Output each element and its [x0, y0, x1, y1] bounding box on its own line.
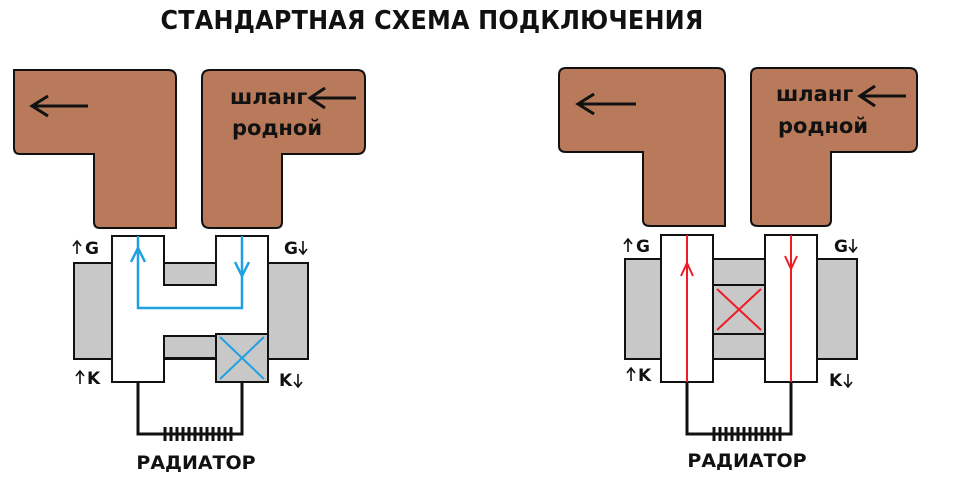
svg-text:K: K — [279, 371, 293, 391]
right-hose-label-line2: родной — [778, 114, 868, 138]
right-hose-label-line1: шланг — [776, 82, 853, 106]
right-stock-hose — [750, 67, 918, 227]
svg-text:G: G — [85, 239, 99, 259]
right-outlet-hose — [558, 67, 726, 227]
right-flow-down-arrow-icon — [784, 255, 798, 272]
right-port-g-out: G — [834, 237, 858, 257]
svg-text:K: K — [87, 369, 101, 389]
left-outlet-hose — [13, 69, 177, 229]
svg-text:K: K — [829, 371, 843, 391]
right-insert-bottom — [712, 333, 766, 360]
svg-text:G: G — [834, 237, 848, 257]
right-flow-up-arrow-icon — [680, 260, 694, 277]
right-inlet-arrow-icon — [857, 84, 906, 108]
right-outlet-arrow-icon — [575, 92, 636, 116]
left-insert-top — [163, 262, 217, 286]
left-diagram: шланг родной G G — [13, 69, 366, 474]
right-port-g-in: G — [623, 237, 650, 257]
right-radiator-label: РАДИАТОР — [687, 450, 806, 472]
svg-text:G: G — [636, 237, 650, 257]
left-blocked-cell — [215, 333, 269, 383]
left-stock-hose — [201, 69, 366, 229]
left-flow-line — [136, 236, 244, 310]
page-title: СТАНДАРТНАЯ СХЕМА ПОДКЛЮЧЕНИЯ — [160, 6, 704, 36]
left-port-k-in: K — [75, 369, 101, 389]
left-insert-bottom — [163, 335, 217, 359]
right-radiator — [685, 382, 793, 441]
right-diagram: шланг родной G G — [558, 67, 918, 472]
left-hose-label-line1: шланг — [230, 85, 307, 109]
left-port-k-out: K — [279, 371, 303, 391]
left-inlet-arrow-icon — [307, 86, 356, 110]
left-port-g-out: G — [284, 239, 308, 259]
left-outlet-arrow-icon — [29, 94, 88, 118]
left-radiator — [136, 382, 244, 441]
left-port-g-in: G — [72, 239, 99, 259]
left-hose-label-line2: родной — [232, 116, 322, 140]
right-port-k-out: K — [829, 371, 853, 391]
left-flow-up-arrow-icon — [129, 245, 147, 263]
right-insert-top — [712, 258, 766, 286]
right-blocked-cell — [712, 284, 766, 335]
right-port-k-in: K — [626, 366, 652, 386]
left-radiator-label: РАДИАТОР — [136, 452, 255, 474]
left-flow-down-arrow-icon — [233, 261, 251, 279]
svg-text:G: G — [284, 239, 298, 259]
svg-text:K: K — [638, 366, 652, 386]
